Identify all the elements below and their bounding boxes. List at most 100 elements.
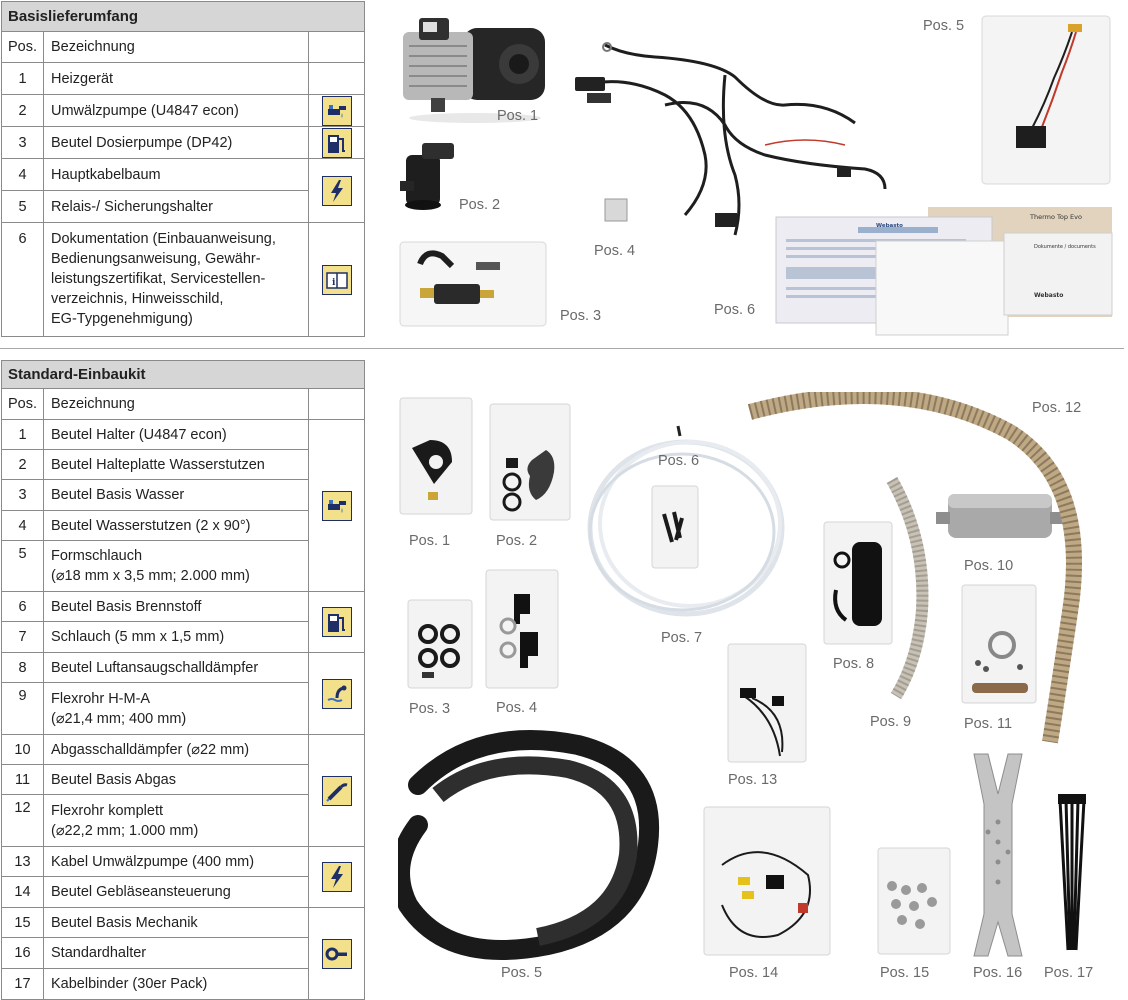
basis-row-pos: 5 [1,190,44,223]
photo-water-connector-bag [485,569,559,689]
electric-bolt-icon [321,175,352,206]
standard-row-label: Kabel Umwälzpumpe (400 mm) [43,846,309,877]
doc-cert-brand: Webasto [876,223,903,229]
standard-header-pos: Pos. [1,388,44,420]
basis-row-label: Hauptkabelbaum [43,158,309,191]
air-intake-icon [321,678,352,709]
standard-row-pos: 13 [1,846,44,877]
photo-label: Pos. 17 [1044,965,1094,981]
photo-label: Pos. 11 [964,716,1013,732]
basis-row-icon [308,94,365,127]
photo-exhaust-silencer [936,494,1066,538]
photo-form-hose [398,730,660,960]
wrench-icon [321,938,352,969]
basis-table: Basislieferumfang Pos. Bezeichnung 1 Hei… [1,1,365,337]
doc-box-docs: Dokumente / documents [1034,244,1096,250]
standard-table: Standard-Einbaukit Pos. Bezeichnung 1 Be… [0,360,366,1000]
standard-row-pos: 8 [1,652,44,683]
standard-row-pos: 16 [1,937,44,969]
photo-fuel-hose [587,425,785,617]
standard-row-pos: 2 [1,449,44,480]
basis-row-label: Heizgerät [43,62,309,95]
standard-row-pos: 17 [1,968,44,1000]
photo-retaining-plate-bag [489,403,571,521]
basis-row-label: Relais-/ Sicherungshalter [43,190,309,223]
standard-row-label: Beutel Wasserstutzen (2 x 90°) [43,510,309,541]
basis-row-label: Umwälzpumpe (U4847 econ) [43,94,309,127]
standard-header-icon [307,388,366,420]
photo-label: Pos. 9 [870,714,912,730]
fuel-pump-icon [321,607,352,637]
photo-label: Pos. 14 [729,965,779,981]
standard-row-pos: 15 [1,907,44,938]
basis-row-icon [308,158,365,223]
photo-label: Pos. 7 [661,630,703,646]
photo-fan-control-bag [703,806,831,956]
photo-relay-holder-bag [981,15,1111,185]
basis-row-icon [308,126,365,159]
water-pump-icon [321,95,352,126]
photo-label: Pos. 16 [973,965,1023,981]
standard-row-label: Formschlauch (⌀18 mm x 3,5 mm; 2.000 mm) [43,540,309,592]
section-divider [0,348,1124,349]
basis-row-icon: i [308,222,365,337]
photo-flexpipe-complete [747,392,1082,744]
photo-label: Pos. 4 [496,700,538,716]
basis-row-pos: 2 [1,94,44,127]
photo-label: Pos. 3 [560,308,602,324]
standard-row-pos: 7 [1,621,44,653]
photo-wiring-harness [575,42,887,236]
standard-row-label: Flexrohr H-M-A (⌀21,4 mm; 400 mm) [43,682,309,735]
standard-row-label: Beutel Luftansaugschalldämpfer [43,652,309,683]
photo-standard-bracket [973,753,1023,957]
standard-row-icon [307,591,366,653]
standard-row-icon [307,419,366,592]
doc-box-brand: Webasto [1034,292,1063,299]
standard-row-label: Beutel Basis Mechanik [43,907,309,938]
photo-label: Pos. 8 [833,656,875,672]
doc-box-title: Thermo Top Evo [1029,213,1082,221]
basis-row-pos: 1 [1,62,44,95]
standard-row-pos: 14 [1,876,44,908]
standard-row-label: Standardhalter [43,937,309,969]
basis-row-pos: 6 [1,222,44,337]
photo-water-base-bag [407,599,473,689]
standard-row-label: Abgasschalldämpfer (⌀22 mm) [43,734,309,765]
svg-text:i: i [332,278,336,288]
photo-label: Pos. 5 [501,965,543,981]
standard-row-pos: 4 [1,510,44,541]
standard-table-title: Standard-Einbaukit [0,360,366,389]
photo-pump-cable [727,643,807,763]
basis-row-pos: 4 [1,158,44,191]
standard-row-pos: 12 [1,794,44,847]
standard-row-label: Beutel Basis Brennstoff [43,591,309,622]
standard-header-bezeichnung: Bezeichnung [43,388,309,420]
basis-row-label: Dokumentation (Einbauanweisung, Bedienun… [43,222,309,337]
standard-row-pos: 11 [1,764,44,795]
photo-documentation: Thermo Top Evo Dokumente / documents Web… [775,207,1113,336]
photo-dosing-pump-bag [399,241,547,327]
photo-label: Pos. 6 [714,302,756,318]
photo-label: Pos. 15 [880,965,930,981]
photo-mechanics-bag [877,847,951,955]
photo-holder-bag [399,397,473,515]
standard-row-pos: 6 [1,591,44,622]
standard-row-label: Flexrohr komplett (⌀22,2 mm; 1.000 mm) [43,794,309,847]
basis-row-icon-empty [308,62,365,95]
standard-row-label: Beutel Basis Wasser [43,479,309,511]
photo-label: Pos. 13 [728,772,778,788]
standard-row-label: Beutel Halter (U4847 econ) [43,419,309,450]
photo-label: Pos. 4 [594,243,636,259]
standard-row-pos: 9 [1,682,44,735]
standard-row-label: Schlauch (5 mm x 1,5 mm) [43,621,309,653]
standard-row-label: Beutel Halteplatte Wasserstutzen [43,449,309,480]
standard-row-label: Beutel Gebläseansteuerung [43,876,309,908]
photo-label: Pos. 1 [409,533,451,549]
manual-book-icon: i [321,264,352,295]
standard-row-icon [307,652,366,735]
photo-label: Pos. 10 [964,558,1014,574]
photo-fuel-base-bag [651,485,699,569]
photo-cable-ties [1058,794,1086,951]
fuel-pump-icon [321,127,352,158]
standard-row-pos: 5 [1,540,44,592]
